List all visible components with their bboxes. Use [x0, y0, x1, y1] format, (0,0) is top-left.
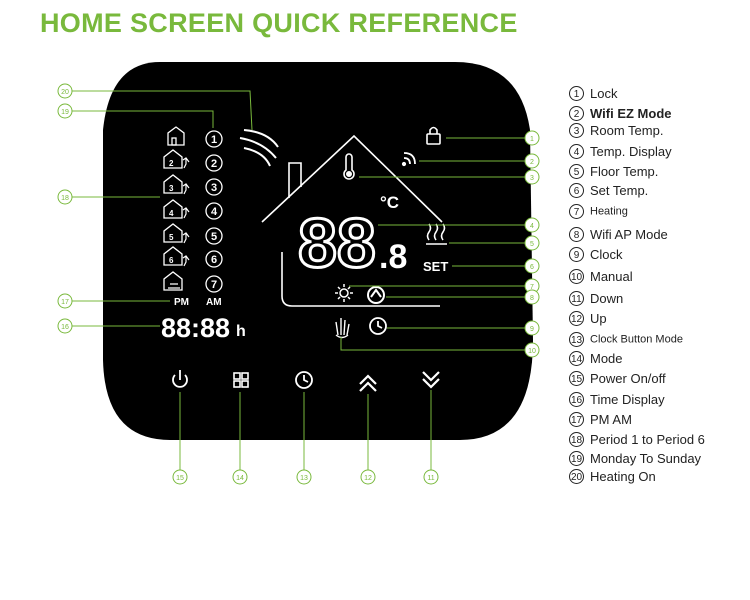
house-outline	[261, 134, 443, 307]
callout-2: 2	[530, 159, 534, 166]
clock-button[interactable]	[295, 371, 313, 389]
up-button[interactable]	[359, 374, 377, 392]
day-6: 6	[211, 254, 217, 266]
callout-lines	[72, 90, 525, 470]
day-number-labels: 1 2 3 4 5 6 7	[211, 134, 218, 291]
set-label: SET	[423, 259, 448, 274]
down-button[interactable]	[422, 371, 440, 389]
period-marker-4: 4	[169, 209, 174, 218]
day-2: 2	[211, 158, 217, 170]
period-icons	[163, 126, 185, 291]
period-marker-5: 5	[169, 233, 174, 242]
callout-7: 7	[530, 284, 534, 291]
heating-on-icon	[239, 129, 279, 167]
power-button[interactable]	[172, 370, 188, 388]
lock-icon	[426, 126, 441, 145]
callout-19: 19	[61, 109, 69, 116]
callout-13: 13	[300, 475, 308, 482]
callout-4: 4	[530, 223, 534, 230]
display-clock-icon	[369, 317, 387, 335]
callout-1: 1	[530, 136, 534, 143]
callout-15: 15	[176, 475, 184, 482]
callout-16: 16	[61, 324, 69, 331]
temperature-decimal: .8	[379, 238, 407, 276]
chevron-down-icon	[422, 371, 440, 382]
floor-temp-icon	[426, 223, 447, 245]
chevron-up-icon	[359, 374, 377, 385]
callout-11: 11	[427, 475, 434, 482]
period-marker-2: 2	[169, 159, 174, 168]
callout-14: 14	[236, 475, 244, 482]
time-display: 88:88	[161, 313, 230, 343]
day-3: 3	[211, 182, 217, 194]
time-unit: h	[236, 323, 246, 340]
am-indicator: AM	[206, 297, 222, 308]
wifi-ap-icon	[367, 286, 385, 304]
thermometer-icon	[343, 153, 355, 180]
power-icon	[172, 374, 188, 388]
callout-6: 6	[530, 264, 534, 271]
page-title: HOME SCREEN QUICK REFERENCE	[40, 8, 518, 38]
day-7: 7	[211, 279, 217, 291]
clock-icon	[295, 371, 313, 389]
day-4: 4	[211, 206, 218, 218]
period-marker-labels: 2 3 4 5 6	[169, 159, 174, 265]
callout-17: 17	[61, 299, 69, 306]
grid-icon	[233, 372, 241, 380]
callout-20: 20	[61, 89, 69, 96]
period-marker-6: 6	[169, 256, 174, 265]
day-1: 1	[211, 134, 217, 146]
mode-button[interactable]	[233, 372, 249, 388]
callout-8: 8	[530, 295, 534, 302]
manual-hand-icon	[335, 318, 350, 339]
callout-9: 9	[530, 326, 534, 333]
period-person-icons	[168, 157, 190, 289]
callout-5: 5	[530, 241, 534, 248]
day-5: 5	[211, 231, 217, 243]
callout-circles	[57, 83, 540, 485]
period-marker-3: 3	[169, 184, 174, 193]
heating-icon	[335, 284, 353, 302]
pm-indicator: PM	[174, 297, 189, 308]
callout-10: 10	[528, 348, 536, 355]
day-numbers	[205, 130, 223, 293]
wifi-ez-icon	[401, 152, 416, 167]
callout-12: 12	[364, 475, 372, 482]
callout-numbers: 20 19 18 17 16 1 2 3 4 5 6 7 8 9 10 15 1…	[61, 89, 536, 482]
temperature-digits: 88	[298, 204, 376, 282]
callout-3: 3	[530, 175, 534, 182]
callout-18: 18	[61, 195, 69, 202]
temperature-unit: °C	[380, 193, 399, 212]
